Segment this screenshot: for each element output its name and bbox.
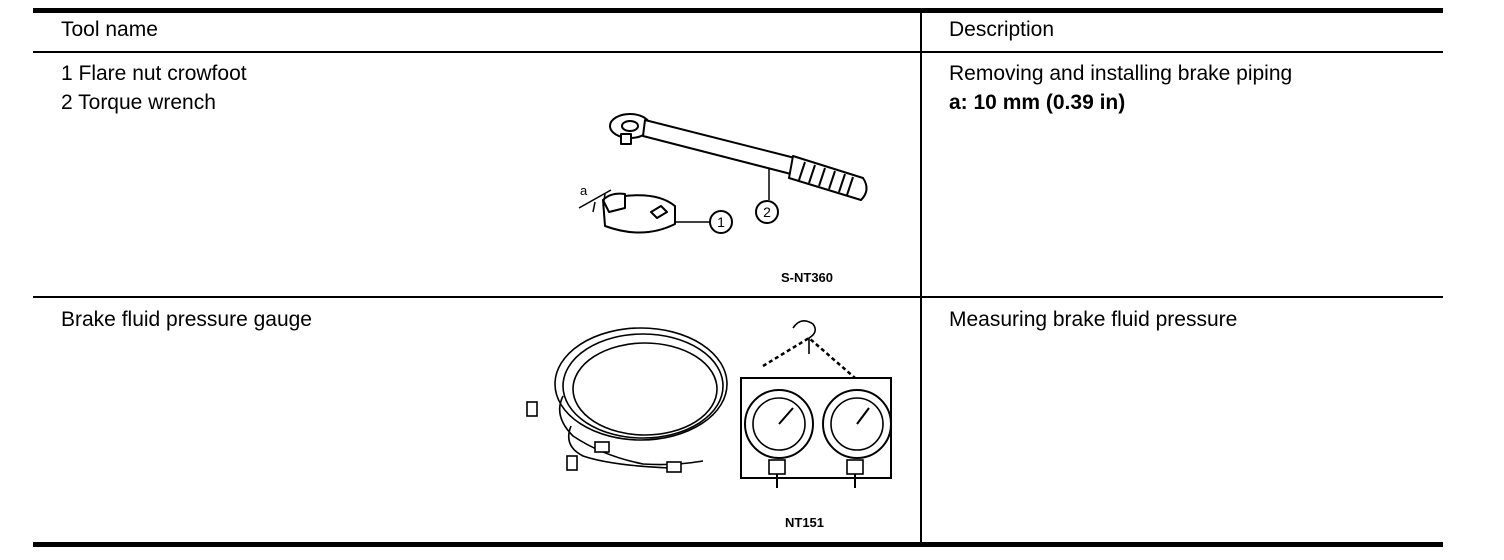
figure-code-nt151: NT151 [785, 515, 825, 530]
row1-description-line-1: Removing and installing brake piping [949, 62, 1293, 85]
special-tools-table: Tool name Description 1 Flare nut crowfo… [33, 8, 1443, 547]
row1-description-spec: a: 10 mm (0.39 in) [949, 91, 1126, 114]
table-top-rule [33, 8, 1443, 13]
header-bottom-rule [33, 51, 1443, 53]
row2-tool-line-1: Brake fluid pressure gauge [61, 308, 312, 331]
header-description: Description [949, 18, 1055, 41]
dimension-label-a: a [580, 183, 588, 198]
figure-code-s-nt360: S-NT360 [781, 270, 834, 285]
pressure-gauge-figure [526, 320, 892, 488]
callout-1-label: 1 [717, 214, 725, 230]
torque-wrench-figure: a 1 2 [578, 113, 868, 234]
row2-description-line-1: Measuring brake fluid pressure [949, 308, 1238, 331]
row-divider-rule [33, 296, 1443, 298]
row1-tool-line-2: 2 Torque wrench [61, 91, 216, 114]
header-tool-name: Tool name [61, 18, 158, 41]
column-divider [920, 8, 922, 547]
table-bottom-rule [33, 542, 1443, 547]
callout-2-label: 2 [763, 204, 771, 220]
row1-tool-line-1: 1 Flare nut crowfoot [61, 62, 247, 85]
